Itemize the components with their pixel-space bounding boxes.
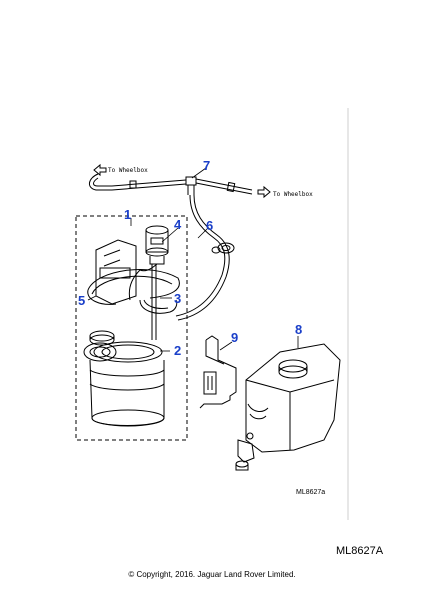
callout-1: 1 <box>124 207 131 222</box>
pump-tube <box>151 264 157 340</box>
leader-lines <box>87 167 299 352</box>
right-arrow-icon <box>257 185 271 199</box>
reservoir-pump <box>235 432 255 471</box>
assembly-boundary <box>75 215 188 441</box>
reservoir-8 <box>245 343 341 453</box>
strap-5 <box>87 268 180 305</box>
page-ref: ML8627A <box>336 545 384 557</box>
top-hose-right <box>195 178 253 195</box>
left-arrow-label: To Wheelbox <box>108 167 148 174</box>
bracket-9 <box>199 335 237 409</box>
callout-9: 9 <box>231 330 238 345</box>
reservoir <box>89 359 165 427</box>
callout-3: 3 <box>174 291 181 306</box>
left-arrow-icon <box>93 163 107 177</box>
callout-2: 2 <box>174 343 181 358</box>
callout-7: 7 <box>203 158 210 173</box>
filler-cap <box>89 330 115 346</box>
top-hose-left <box>89 173 187 191</box>
diagram-ref: ML8627a <box>296 489 325 496</box>
callout-6: 6 <box>206 218 213 233</box>
copyright: © Copyright, 2016. Jaguar Land Rover Lim… <box>128 570 296 579</box>
grommet <box>211 242 235 254</box>
pump-4 <box>139 225 169 272</box>
hose-6 <box>175 194 230 321</box>
callout-4: 4 <box>174 217 182 232</box>
t-connector <box>185 176 197 195</box>
right-arrow-label: To Wheelbox <box>273 191 313 198</box>
seal-ring-2 <box>83 341 163 363</box>
callout-5: 5 <box>78 293 85 308</box>
clip-3 <box>139 299 178 314</box>
callout-8: 8 <box>295 322 302 337</box>
